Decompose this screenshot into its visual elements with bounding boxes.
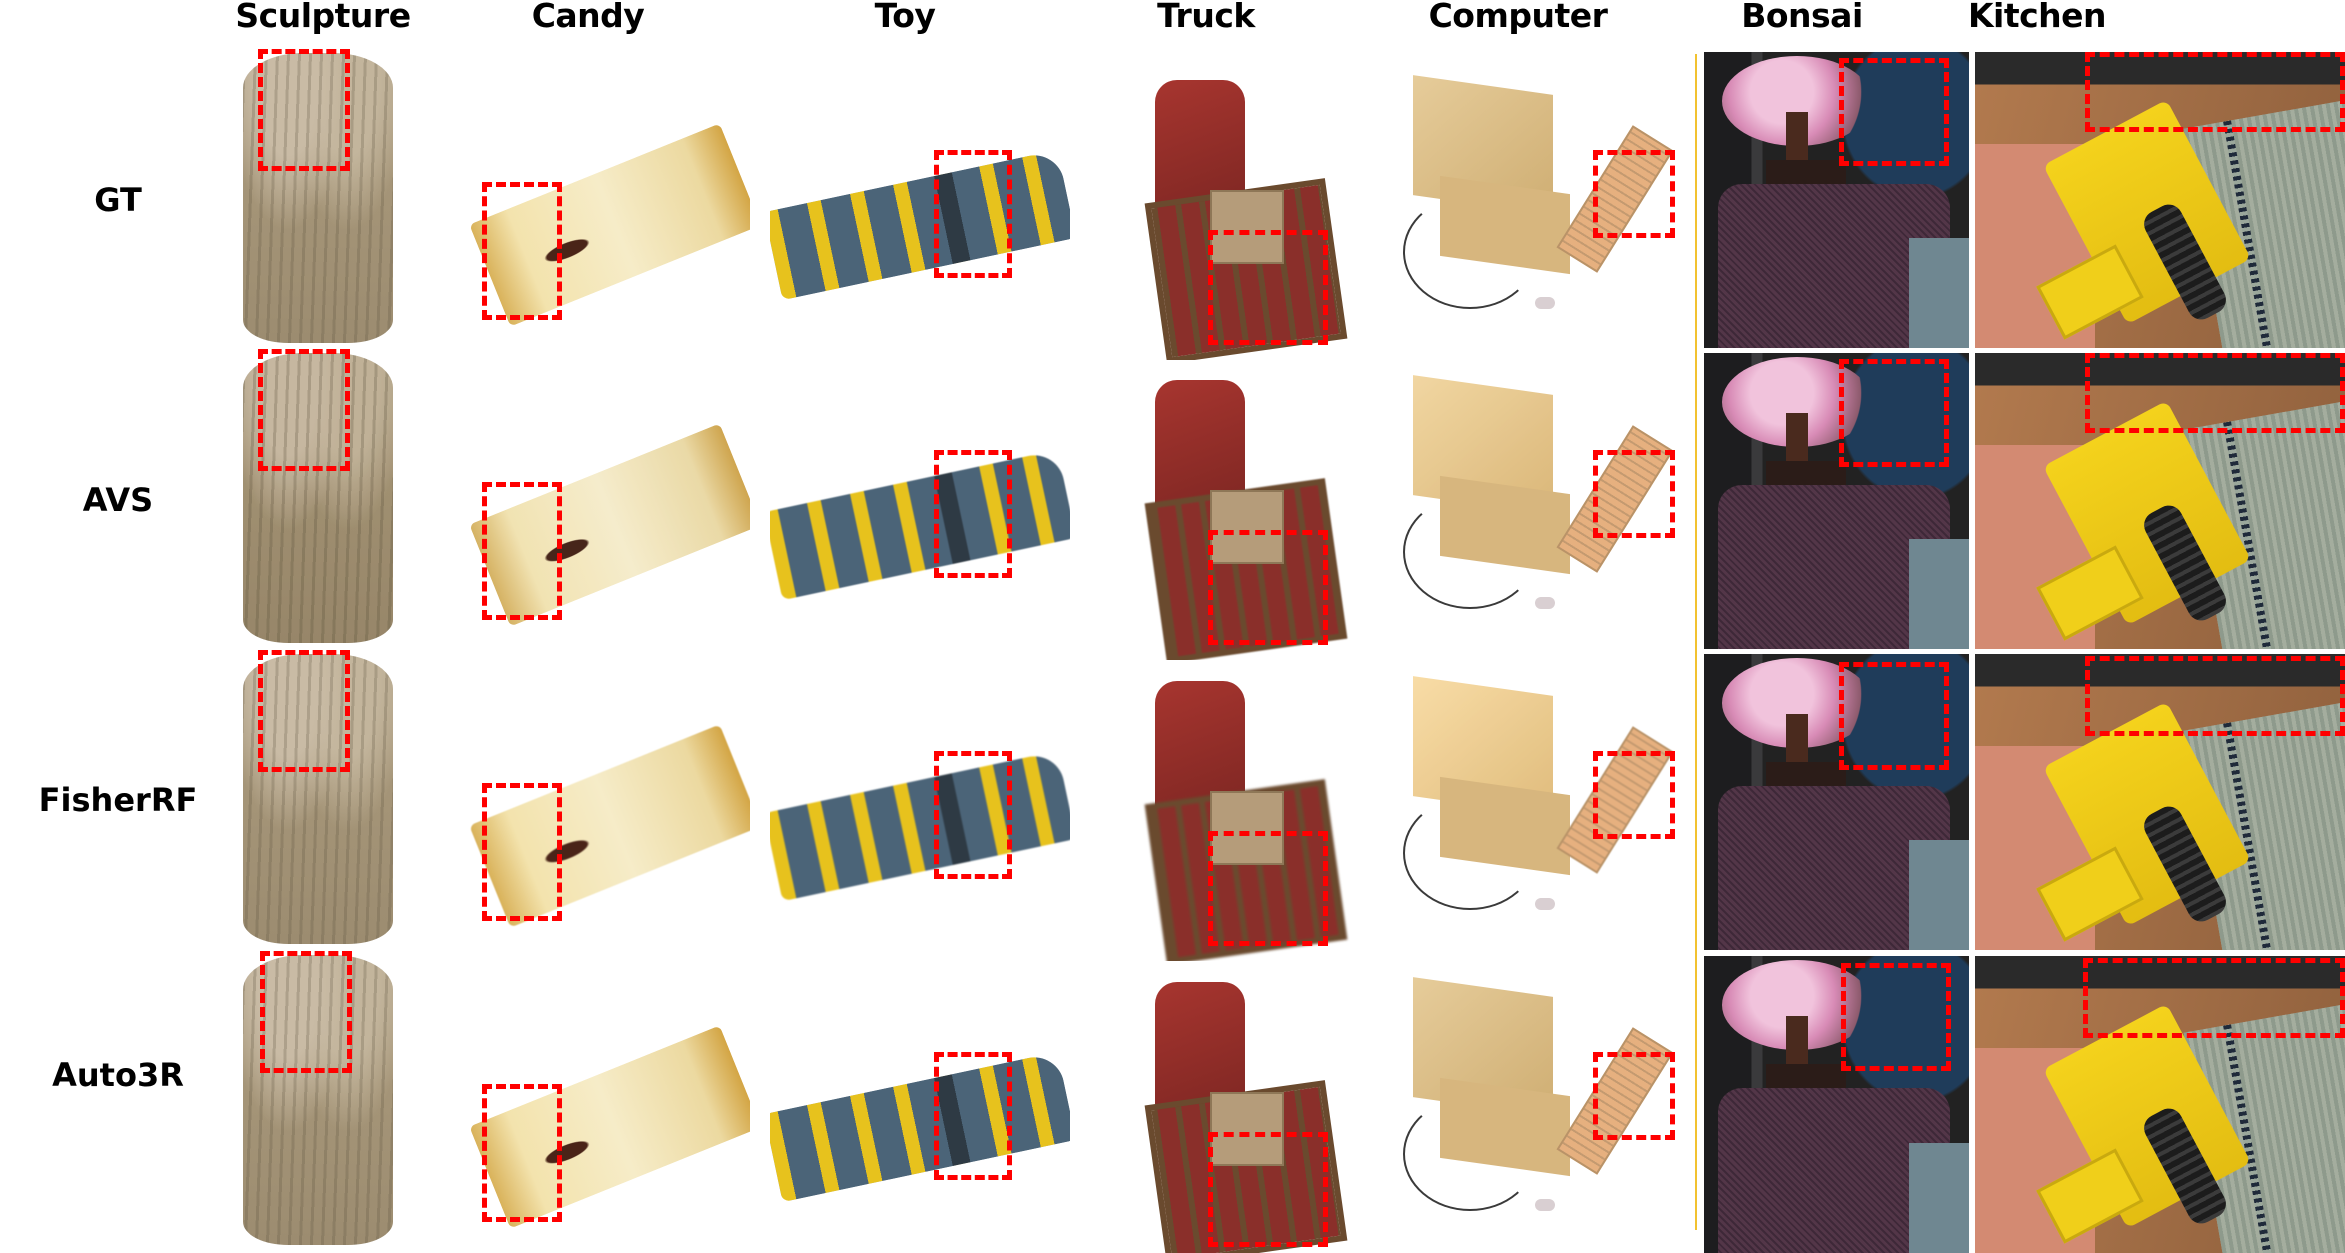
cell-kitchen-auto3r <box>1975 956 2345 1253</box>
cell-toy-avs <box>770 410 1070 610</box>
truck-box <box>1210 791 1284 865</box>
bonsai-trunk <box>1786 413 1808 473</box>
row-label-gt: GT <box>94 181 142 219</box>
cell-computer-avs <box>1395 375 1700 635</box>
column-header-candy: Candy <box>531 0 645 35</box>
toy-render <box>770 449 1070 601</box>
cell-bonsai-avs <box>1704 353 1969 649</box>
bonsai-trunk <box>1786 1016 1808 1076</box>
bonsai-trunk <box>1786 112 1808 172</box>
cell-sculpture-fisherrf <box>225 646 400 946</box>
candy-render <box>469 1025 750 1229</box>
cell-computer-gt <box>1395 75 1700 335</box>
cell-candy-avs <box>460 400 750 640</box>
cell-kitchen-fisherrf <box>1975 654 2345 950</box>
column-header-bonsai: Bonsai <box>1741 0 1863 35</box>
column-header-computer: Computer <box>1428 0 1608 35</box>
cell-truck-auto3r <box>1120 972 1350 1253</box>
mouse-cable <box>1403 195 1537 309</box>
sculpture-render <box>243 654 393 944</box>
bonsai-floor <box>1909 840 1969 950</box>
keyboard <box>1556 1027 1674 1175</box>
cell-sculpture-auto3r <box>225 947 400 1247</box>
cell-sculpture-avs <box>225 345 400 645</box>
truck-box <box>1210 490 1284 564</box>
cell-candy-auto3r <box>460 1002 750 1242</box>
candy-render <box>469 123 750 327</box>
sculpture-render <box>243 955 393 1245</box>
column-header-kitchen: Kitchen <box>1967 0 2107 35</box>
sculpture-render <box>243 353 393 643</box>
mouse-cable <box>1403 796 1537 910</box>
cell-kitchen-gt <box>1975 52 2345 348</box>
toy-render <box>770 149 1070 301</box>
mouse <box>1535 1199 1555 1211</box>
keyboard <box>1556 425 1674 573</box>
cell-bonsai-auto3r <box>1704 956 1969 1253</box>
cell-truck-fisherrf <box>1120 671 1350 961</box>
candy-render <box>469 423 750 627</box>
candy-render <box>469 724 750 928</box>
keyboard <box>1556 125 1674 273</box>
toy-render <box>770 1051 1070 1203</box>
cell-truck-avs <box>1120 370 1350 660</box>
cell-kitchen-avs <box>1975 353 2345 649</box>
mouse-cable <box>1403 495 1537 609</box>
column-header-sculpture: Sculpture <box>235 0 411 35</box>
bonsai-floor <box>1909 539 1969 649</box>
cell-toy-fisherrf <box>770 711 1070 911</box>
cell-bonsai-fisherrf <box>1704 654 1969 950</box>
cell-candy-gt <box>460 100 750 340</box>
row-label-auto3r: Auto3R <box>52 1056 184 1094</box>
section-divider <box>1695 54 1697 1230</box>
mouse <box>1535 297 1555 309</box>
bonsai-trunk <box>1786 714 1808 774</box>
truck-box <box>1210 1092 1284 1166</box>
column-header-toy: Toy <box>874 0 936 35</box>
mouse <box>1535 597 1555 609</box>
row-label-fisherrf: FisherRF <box>38 781 198 819</box>
cell-computer-fisherrf <box>1395 676 1700 936</box>
cell-sculpture-gt <box>225 45 400 345</box>
bonsai-floor <box>1909 238 1969 348</box>
sculpture-render <box>243 53 393 343</box>
cell-candy-fisherrf <box>460 701 750 941</box>
cell-bonsai-gt <box>1704 52 1969 348</box>
cell-toy-gt <box>770 110 1070 310</box>
cell-toy-auto3r <box>770 1012 1070 1212</box>
bonsai-floor <box>1909 1143 1969 1253</box>
keyboard <box>1556 726 1674 874</box>
cell-truck-gt <box>1120 70 1350 360</box>
toy-render <box>770 750 1070 902</box>
mouse-cable <box>1403 1097 1537 1211</box>
truck-box <box>1210 190 1284 264</box>
mouse <box>1535 898 1555 910</box>
row-label-avs: AVS <box>82 481 154 519</box>
column-header-truck: Truck <box>1157 0 1255 35</box>
cell-computer-auto3r <box>1395 977 1700 1237</box>
